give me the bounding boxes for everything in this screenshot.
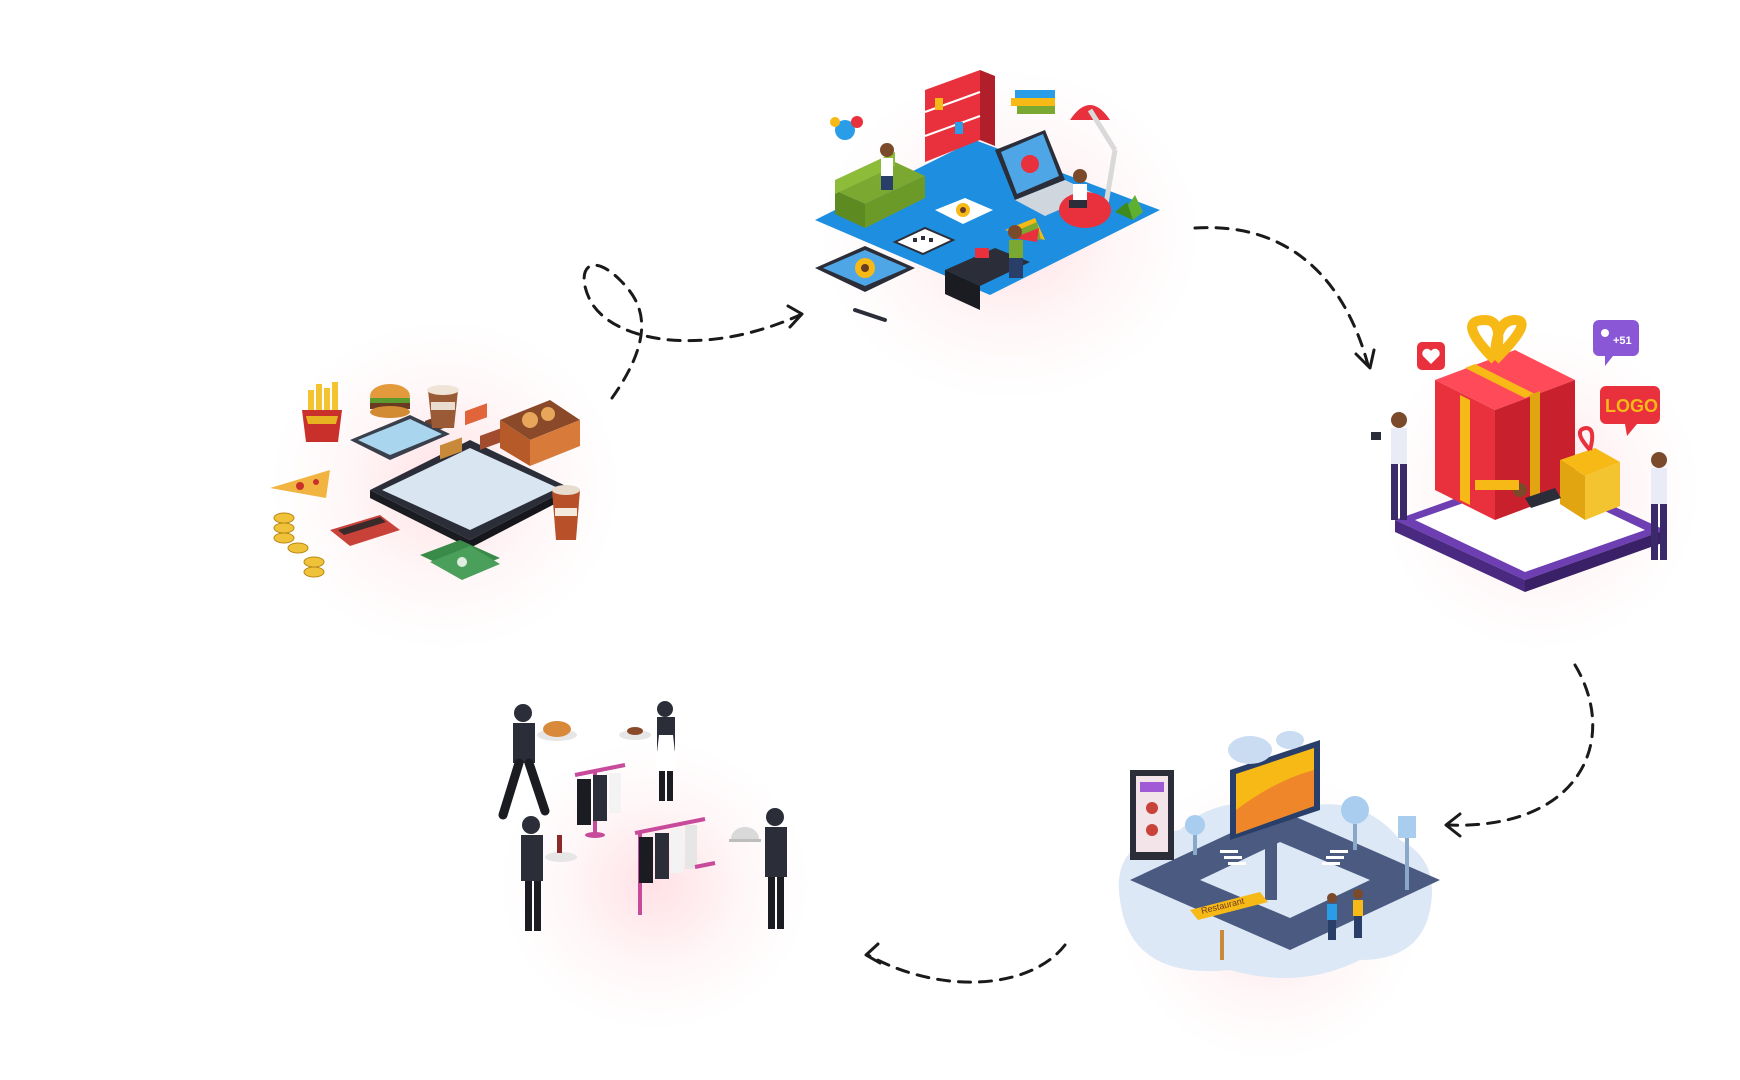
followers-badge: +51 <box>1613 335 1632 347</box>
chicken-box-icon <box>500 400 580 466</box>
arrow-food-to-design <box>582 263 802 400</box>
woman-laptop-icon <box>1475 480 1561 508</box>
color-wheel-icon <box>830 116 863 140</box>
sofa-icon <box>835 152 925 228</box>
design-studio-illustration <box>815 70 1185 330</box>
staff-service-illustration <box>495 695 805 985</box>
waiter-cloche-icon <box>729 808 787 929</box>
logo-bubble-icon: LOGO <box>1600 386 1660 436</box>
staff-service-glow <box>500 740 810 1030</box>
plant-icon <box>1115 195 1143 220</box>
fries-icon <box>302 382 342 442</box>
drawing-tablet-icon <box>815 246 915 322</box>
pizza-icon <box>270 470 330 498</box>
phone-icon <box>350 415 450 460</box>
waiter-walking-icon <box>498 704 577 820</box>
arrowhead-staff <box>864 942 882 965</box>
trees-icon <box>1185 796 1369 855</box>
color-palette-icon <box>1005 218 1045 242</box>
sunflower-canvas-icon <box>935 198 993 224</box>
person-reading-icon <box>880 143 894 190</box>
arrowhead-design <box>786 304 804 329</box>
man-with-phone-icon <box>1371 412 1407 520</box>
pedestrians-icon <box>1327 889 1363 940</box>
burger-icon <box>370 384 410 418</box>
street-sign-icon <box>1398 816 1416 890</box>
food-ordering-illustration <box>270 370 600 590</box>
small-gift-icon <box>1560 425 1620 520</box>
marketing-gift-illustration: +51 LOGO <box>1365 314 1685 620</box>
arrow-design-to-marketing <box>1193 226 1370 367</box>
person-desk-icon <box>945 225 1030 310</box>
coins-icon <box>273 512 325 578</box>
outdoor-advertising-illustration: Restaurant <box>1110 730 1460 980</box>
bookshelf-icon <box>924 70 995 162</box>
like-bubble-icon <box>1417 342 1445 370</box>
sketch-board-icon <box>892 226 956 256</box>
credit-card-icon <box>330 515 400 546</box>
coffee-cup-icon <box>427 385 459 428</box>
waitress-icon <box>619 701 677 801</box>
digital-kiosk-icon <box>1130 770 1174 860</box>
waiter-tray-icon <box>521 816 577 931</box>
followers-bubble-icon: +51 <box>1593 320 1639 366</box>
person-laptop-icon <box>1059 169 1111 228</box>
sky-clouds-icon <box>1228 731 1304 764</box>
uniform-rack-2-icon <box>634 817 716 915</box>
tablet-icon <box>370 403 570 548</box>
arrow-marketing-to-advertising <box>1446 663 1595 827</box>
crosswalk-icon <box>1220 850 1348 865</box>
uniform-rack-icon <box>574 763 626 838</box>
books-icon <box>1011 90 1055 114</box>
billboard-icon <box>1230 740 1320 900</box>
cash-icon <box>420 540 500 580</box>
desk-lamp-icon <box>1070 105 1118 211</box>
logo-badge: LOGO <box>1605 396 1658 416</box>
man-standing-icon <box>1651 452 1667 560</box>
arrow-advertising-to-staff <box>866 943 1067 984</box>
soda-cup-icon <box>552 485 580 540</box>
